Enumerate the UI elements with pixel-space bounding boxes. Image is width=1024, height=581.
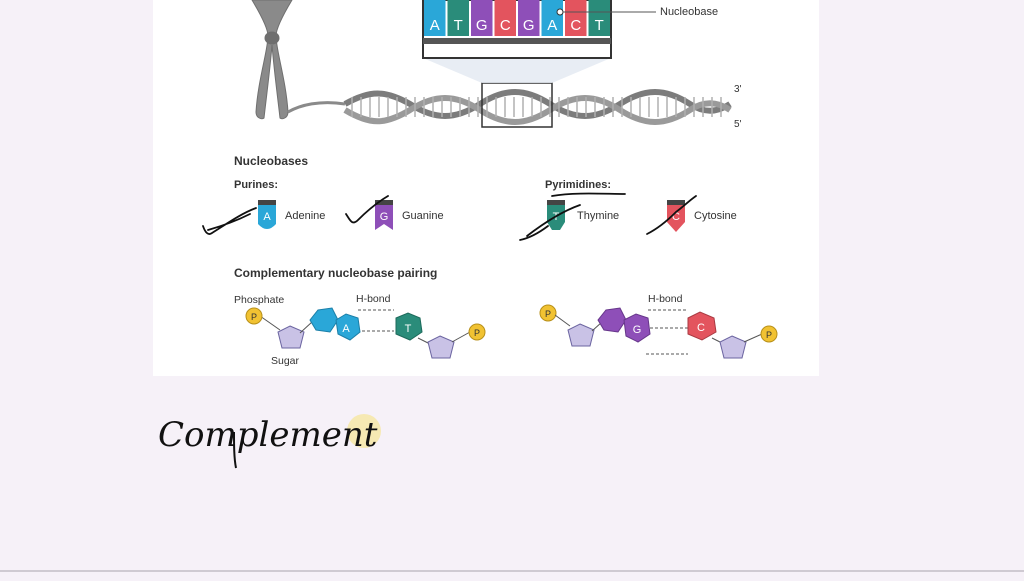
adenine-hex-icon	[335, 313, 361, 341]
zoom-letter: G	[523, 17, 535, 34]
base-thymine: T Thymine	[547, 200, 619, 230]
svg-text:Cytosine: Cytosine	[694, 210, 737, 222]
zoom-letter-tile	[424, 0, 446, 36]
base-cytosine: C Cytosine	[667, 200, 737, 232]
sugar-icon	[567, 323, 595, 347]
hbond-label-right: H-bond	[648, 293, 683, 305]
check-mark-icon	[519, 192, 626, 241]
handwriting-descender	[233, 431, 237, 469]
svg-text:G: G	[633, 324, 642, 336]
svg-text:C: C	[697, 322, 705, 334]
zoom-letter-tile	[565, 0, 587, 36]
pairing-heading: Complementary nucleobase pairing	[234, 266, 437, 280]
nucleobases-heading: Nucleobases	[234, 154, 308, 168]
zoom-funnel	[423, 58, 611, 83]
phosphate-icon	[245, 307, 263, 325]
sugar-icon	[719, 335, 747, 359]
handwritten-word: Complement	[158, 415, 378, 455]
phosphate-icon	[468, 323, 486, 341]
label-3prime: 3'	[734, 84, 742, 95]
svg-text:A: A	[263, 211, 271, 223]
sugar-icon	[427, 335, 455, 359]
check-mark-icon	[202, 207, 257, 235]
check-mark-icon	[646, 195, 697, 235]
svg-text:P: P	[251, 312, 257, 322]
nucleobase-label: Nucleobase	[660, 6, 718, 18]
svg-text:A: A	[342, 323, 350, 335]
zoom-letter: T	[595, 17, 604, 34]
zoom-letter: A	[430, 17, 440, 34]
zoom-letter: C	[570, 17, 581, 34]
zoom-letter-tile	[541, 0, 563, 36]
pair-a-t: P A T P	[245, 307, 486, 359]
zoom-letter-tile	[494, 0, 516, 36]
svg-text:P: P	[545, 309, 551, 319]
svg-text:G: G	[380, 211, 389, 223]
svg-text:Adenine: Adenine	[285, 210, 325, 222]
zoom-letter-tile	[447, 0, 469, 36]
zoom-letter: T	[454, 17, 463, 34]
dna-helix: 3' 5'	[287, 58, 742, 130]
phosphate-label: Phosphate	[234, 294, 284, 306]
hbond-label-left: H-bond	[356, 293, 391, 305]
svg-text:Thymine: Thymine	[577, 210, 619, 222]
check-mark-icon	[345, 195, 389, 224]
phosphate-icon	[539, 304, 557, 322]
guanine-hex-icon	[623, 313, 651, 343]
zoom-panel-backbone	[423, 38, 611, 44]
zoom-letter-tile	[471, 0, 493, 36]
zoom-letter: G	[476, 17, 488, 34]
svg-text:P: P	[474, 328, 480, 338]
thymine-hex-icon	[395, 312, 423, 341]
adenine-ring-icon	[309, 307, 339, 333]
svg-text:C: C	[672, 211, 680, 223]
pyrimidines-label: Pyrimidines:	[545, 179, 611, 191]
dna-rungs	[351, 97, 722, 117]
nucleobase-pointer	[556, 8, 564, 16]
zoom-letter-tile	[518, 0, 540, 36]
zoom-letter: C	[500, 17, 511, 34]
svg-text:P: P	[766, 330, 772, 340]
dna-tail	[287, 101, 346, 114]
pair-g-c: P G C P	[539, 304, 778, 359]
sugar-label: Sugar	[271, 355, 300, 367]
zoom-letter-tile	[588, 0, 610, 36]
guanine-ring-icon	[597, 307, 627, 333]
cytosine-hex-icon	[687, 311, 717, 341]
svg-text:Guanine: Guanine	[402, 210, 444, 222]
label-5prime: 5'	[734, 119, 742, 130]
base-guanine: G Guanine	[375, 200, 444, 230]
check-marks	[202, 192, 697, 241]
chromosome-icon	[251, 0, 293, 120]
cursor-highlight	[347, 414, 381, 448]
base-adenine: A Adenine	[258, 200, 325, 229]
svg-text:T: T	[405, 323, 412, 335]
purines-label: Purines:	[234, 179, 278, 191]
bottom-rule	[0, 570, 1024, 572]
zoom-letter: A	[547, 17, 557, 34]
phosphate-icon	[760, 325, 778, 343]
